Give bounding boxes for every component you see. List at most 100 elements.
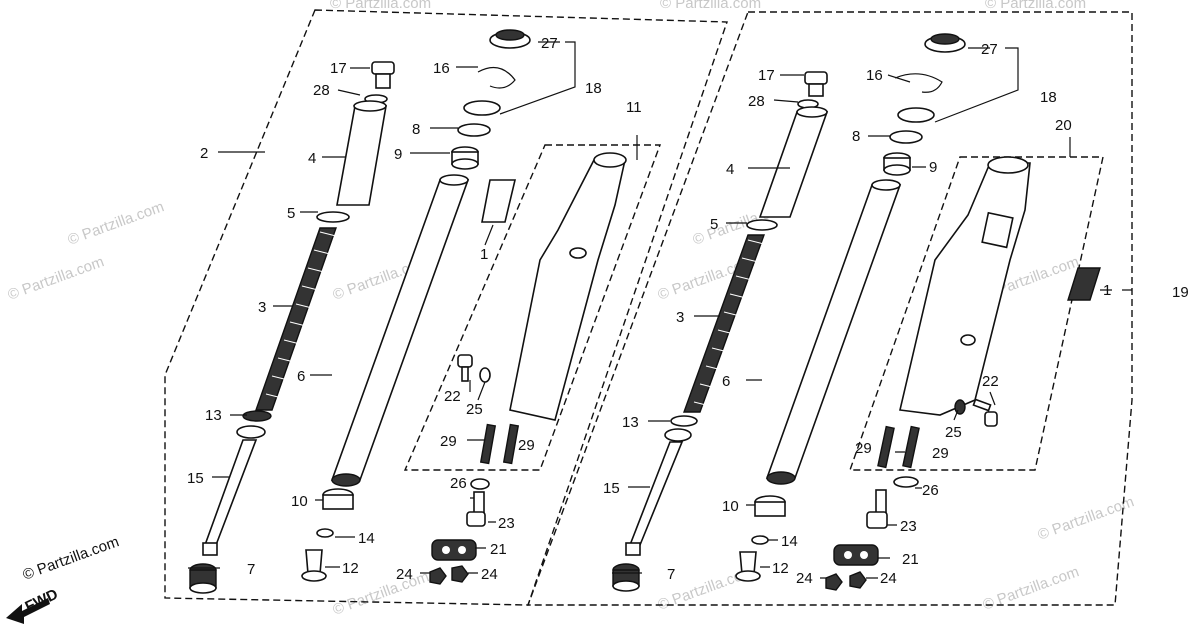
part-label: 4 — [726, 161, 734, 178]
pin-29 — [479, 423, 497, 465]
socket-bolt-23 — [866, 489, 888, 529]
washer-5 — [316, 211, 350, 223]
snap-ring-16 — [477, 66, 516, 89]
washer-8 — [457, 123, 491, 137]
leader-lines-right — [612, 47, 1132, 579]
part-label: 14 — [358, 530, 375, 547]
spring-seat-14 — [751, 535, 769, 545]
part-label: 20 — [1055, 117, 1072, 134]
part-label: 26 — [450, 475, 467, 492]
part-label: 23 — [900, 518, 917, 535]
part-label: 16 — [433, 60, 450, 77]
left-fork-assembly: 2 17 28 4 5 3 13 15 7 16 27 18 8 9 11 1 … — [164, 9, 728, 606]
dust-seal-27 — [489, 29, 531, 49]
part-label: 10 — [722, 498, 739, 515]
part-label: 13 — [622, 414, 639, 431]
part-label: 8 — [852, 128, 860, 145]
spacer-4 — [336, 100, 387, 206]
oil-lock-piece-12 — [735, 551, 761, 582]
part-label: 25 — [945, 424, 962, 441]
spacer-4 — [758, 106, 829, 218]
part-label: 9 — [929, 159, 937, 176]
part-label: 27 — [541, 35, 558, 52]
part-label: 7 — [667, 566, 675, 583]
part-label: 21 — [902, 551, 919, 568]
part-label: 18 — [585, 80, 602, 97]
fwd-label: FWD — [23, 586, 61, 616]
part-label: 28 — [313, 82, 330, 99]
part-label: 22 — [982, 373, 999, 390]
fork-slider-11 — [509, 152, 627, 421]
washer-26 — [893, 476, 919, 488]
part-label: 29 — [932, 445, 949, 462]
part-label: 22 — [444, 388, 461, 405]
part-label: 8 — [412, 121, 420, 138]
spring-seat-14 — [316, 528, 334, 538]
part-label: 1 — [1103, 282, 1111, 299]
ring-13 — [242, 410, 272, 422]
reflector-1 — [1067, 267, 1101, 301]
part-label: 15 — [603, 480, 620, 497]
part-label: 6 — [722, 373, 730, 390]
part-label: 21 — [490, 541, 507, 558]
part-label: 10 — [291, 493, 308, 510]
part-label: 6 — [297, 368, 305, 385]
part-label: 29 — [440, 433, 457, 450]
part-label: 5 — [287, 205, 295, 222]
part-label: 4 — [308, 150, 316, 167]
bushing-9 — [451, 146, 479, 170]
damper-rod-15 — [625, 428, 692, 556]
right-fork-assembly: 17 28 4 5 3 13 15 7 16 27 18 8 9 20 1 19… — [526, 11, 1189, 606]
forward-direction-marker: FWD — [6, 586, 61, 624]
watermark: © Partzilla.com — [985, 0, 1086, 12]
washer-25 — [954, 399, 966, 415]
spring-3 — [255, 227, 337, 411]
snap-ring-16 — [894, 73, 943, 93]
bushing-9 — [883, 152, 911, 176]
part-label: 14 — [781, 533, 798, 550]
part-label: 25 — [466, 401, 483, 418]
part-label: 23 — [498, 515, 515, 532]
washer-25 — [479, 367, 491, 383]
pin-29 — [877, 425, 895, 469]
washer-8 — [889, 130, 923, 144]
socket-bolt-23 — [466, 491, 486, 527]
part-label: 29 — [855, 440, 872, 457]
nut-24 — [825, 573, 843, 591]
rebound-spring-7 — [189, 563, 217, 594]
part-label: 17 — [758, 67, 775, 84]
watermark: © Partzilla.com — [66, 198, 167, 249]
part-label: 12 — [772, 560, 789, 577]
damper-rod-15 — [202, 425, 266, 556]
fork-tube-6 — [330, 174, 470, 487]
fwd-arrow-icon — [6, 598, 50, 624]
part-label: 24 — [396, 566, 413, 583]
cap-bolt-17 — [371, 61, 395, 89]
leader-lines-left — [188, 41, 638, 574]
part-label: 3 — [258, 299, 266, 316]
right-assembly-outline — [526, 11, 1133, 606]
part-label: 28 — [748, 93, 765, 110]
bolt-22 — [972, 398, 998, 427]
bolt-22 — [457, 354, 473, 382]
watermark: © Partzilla.com — [660, 0, 761, 12]
part-label: 26 — [922, 482, 939, 499]
axle-holder-21 — [431, 539, 477, 561]
part-label: 1 — [480, 246, 488, 263]
part-label: 3 — [676, 309, 684, 326]
part-label: 16 — [866, 67, 883, 84]
part-label: 19 — [1172, 284, 1189, 301]
rebound-spring-7 — [612, 563, 640, 592]
part-label: 27 — [981, 41, 998, 58]
part-label: 24 — [796, 570, 813, 587]
washer-5 — [746, 219, 778, 231]
axle-holder-21 — [833, 544, 879, 566]
nut-24 — [849, 571, 867, 589]
ring-13 — [670, 415, 698, 427]
part-label: 2 — [200, 145, 208, 162]
spring-3 — [683, 234, 765, 413]
watermark: © Partzilla.com — [6, 253, 107, 304]
dust-seal-27 — [924, 33, 966, 53]
reflector-1 — [481, 179, 517, 223]
